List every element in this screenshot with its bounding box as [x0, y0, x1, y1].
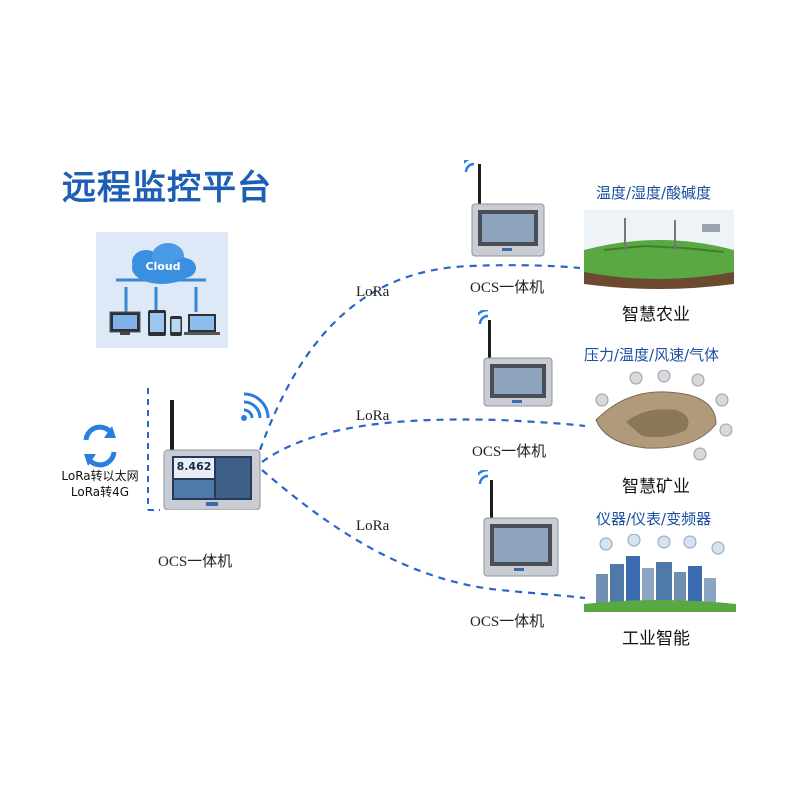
cloud-icon: [132, 243, 196, 284]
terminal-device-2: [478, 310, 562, 410]
mining-illustration: [586, 370, 736, 462]
gateway-screen-value: 8.462: [176, 460, 212, 473]
terminal-label-1: OCS一体机: [470, 280, 545, 296]
terminal-device-1: [464, 160, 548, 260]
scene-name-agriculture: 智慧农业: [622, 305, 690, 325]
industry-illustration: [580, 534, 740, 614]
cloud-platform-illustration: Cloud: [96, 232, 228, 348]
wifi-signal-icon: [478, 470, 489, 485]
cloud-network-graphic: [109, 243, 220, 336]
scene-sensors-industry: 仪器/仪表/变频器: [596, 510, 712, 528]
lora-label-2: LoRa: [356, 408, 390, 424]
gateway-line-ethernet: LoRa转以太网: [61, 469, 139, 483]
lora-label-3: LoRa: [356, 518, 390, 534]
cloud-label: Cloud: [145, 260, 181, 273]
antenna-icon: [488, 320, 491, 364]
scene-sensors-agriculture: 温度/湿度/酸碱度: [596, 184, 712, 202]
antenna-icon: [170, 400, 174, 450]
lora-label-1: LoRa: [356, 284, 390, 300]
terminal-device-3: [478, 470, 562, 590]
gateway-capabilities: LoRa转以太网 LoRa转4G: [50, 468, 150, 500]
wifi-signal-icon: [464, 160, 475, 173]
scene-name-industry: 工业智能: [622, 629, 690, 649]
wifi-signal-icon: [478, 310, 489, 325]
antenna-icon: [490, 480, 493, 530]
scene-sensors-mining: 压力/温度/风速/气体: [584, 346, 720, 364]
page-title: 远程监控平台: [62, 168, 272, 208]
terminal-label-2: OCS一体机: [472, 444, 547, 460]
terminal-label-3: OCS一体机: [470, 614, 545, 630]
agriculture-illustration: [584, 210, 734, 290]
gateway-label: OCS一体机: [158, 554, 233, 570]
scene-name-mining: 智慧矿业: [622, 477, 690, 497]
gateway-device: 8.462: [160, 400, 264, 510]
gateway-line-4g: LoRa转4G: [70, 485, 130, 499]
antenna-icon: [478, 164, 481, 208]
